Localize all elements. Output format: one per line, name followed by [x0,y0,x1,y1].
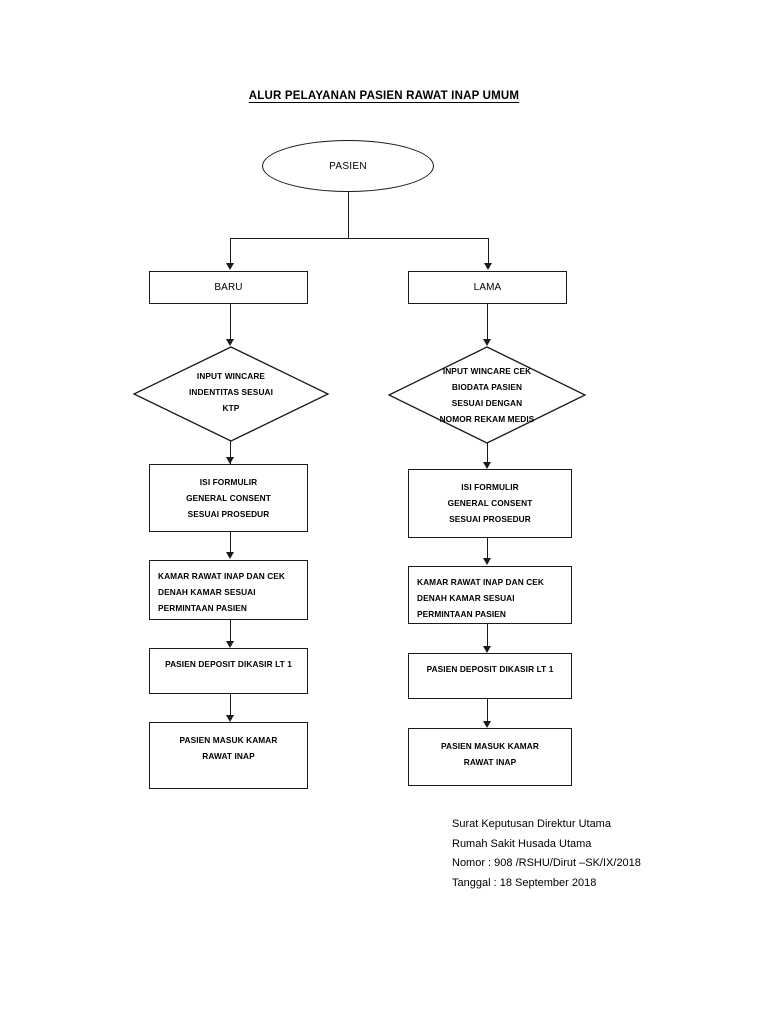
arrow-formulir-to-kamar-right [482,558,491,565]
node-input-wincare-ktp: INPUT WINCARE INDENTITAS SESUAI KTP [132,345,330,443]
footer-line: Nomor : 908 /RSHU/Dirut –SK/IX/2018 [452,857,641,869]
node-pasien-label: PASIEN [329,160,367,172]
box-line: ISI FORMULIR [199,477,258,487]
node-lama-label: LAMA [473,281,502,293]
node-pasien-masuk-kamar-right: PASIEN MASUK KAMAR RAWAT INAP [408,728,572,786]
node-baru-label: BARU [214,281,243,293]
connector-start-down [347,192,349,239]
node-kamar-rawat-inap-right: KAMAR RAWAT INAP DAN CEK DENAH KAMAR SES… [408,566,572,624]
connector-branch-left-down [229,238,231,264]
connector-deposit-to-masuk-right [486,699,488,723]
arrow-formulir-to-kamar-left [225,552,234,559]
arrow-into-baru [225,263,234,270]
box-line: PASIEN DEPOSIT DIKASIR LT 1 [426,664,554,674]
footer-line: Tanggal : 18 September 2018 [452,876,597,889]
diamond-line: INDENTITAS SESUAI [188,387,274,397]
connector-formulir-to-kamar-right [486,538,488,562]
arrow-diamond-to-formulir-left [225,457,234,464]
box-line: SESUAI PROSEDUR [449,514,531,524]
diamond-shape [132,346,330,442]
node-pasien-deposit-left: PASIEN DEPOSIT DIKASIR LT 1 [149,648,308,694]
connector-branch-right-down [487,238,489,264]
node-isi-formulir-right: ISI FORMULIR GENERAL CONSENT SESUAI PROS… [408,469,572,538]
node-lama: LAMA [408,271,567,304]
box-line: GENERAL CONSENT [447,498,533,508]
box-line: GENERAL CONSENT [186,493,271,503]
node-isi-formulir-left: ISI FORMULIR GENERAL CONSENT SESUAI PROS… [149,464,308,532]
connector-kamar-to-deposit-right [486,624,488,648]
arrow-lama-to-diamond [482,339,491,346]
box-line: DENAH KAMAR SESUAI [417,593,515,603]
connector-branch-horizontal [229,238,489,240]
footer-line: Rumah Sakit Husada Utama [452,837,592,850]
box-line: RAWAT INAP [202,751,255,761]
arrow-kamar-to-deposit-left [225,641,234,648]
arrow-deposit-to-masuk-right [482,721,491,728]
box-line: KAMAR RAWAT INAP DAN CEK [158,571,286,581]
footer-line: Surat Keputusan Direktur Utama [452,818,611,830]
box-line: DENAH KAMAR SESUAI [158,587,256,597]
diamond-line: NOMOR REKAM MEDIS [439,414,535,424]
page-title: ALUR PELAYANAN PASIEN RAWAT INAP UMUM [248,90,520,102]
connector-lama-to-diamond [486,304,488,340]
connector-diamond-to-formulir-right [486,443,488,467]
arrow-diamond-to-formulir-right [482,462,491,469]
connector-baru-to-diamond [229,304,231,340]
box-line: SESUAI PROSEDUR [187,509,270,519]
connector-diamond-to-formulir-left [229,441,231,465]
connector-kamar-to-deposit-left [229,620,231,644]
box-line: PASIEN DEPOSIT DIKASIR LT 1 [165,659,292,669]
node-kamar-rawat-inap-left: KAMAR RAWAT INAP DAN CEK DENAH KAMAR SES… [149,560,308,620]
connector-deposit-to-masuk-left [229,694,231,718]
diamond-line: SESUAI DENGAN [451,398,523,408]
diamond-line: INPUT WINCARE [196,371,266,381]
node-pasien-masuk-kamar-left: PASIEN MASUK KAMAR RAWAT INAP [149,722,308,789]
footer-signature-block: Surat Keputusan Direktur Utama Rumah Sak… [452,815,641,893]
node-input-wincare-ktp-text: INPUT WINCARE INDENTITAS SESUAI KTP [132,368,330,416]
connector-formulir-to-kamar-left [229,532,231,556]
arrow-baru-to-diamond [225,339,234,346]
node-input-wincare-rekam-medis: INPUT WINCARE CEK BIODATA PASIEN SESUAI … [387,345,587,445]
node-baru: BARU [149,271,308,304]
box-line: PERMINTAAN PASIEN [158,603,247,613]
diamond-line: BIODATA PASIEN [451,382,523,392]
diamond-line: INPUT WINCARE CEK [442,366,532,376]
arrow-deposit-to-masuk-left [225,715,234,722]
node-input-wincare-rekam-medis-text: INPUT WINCARE CEK BIODATA PASIEN SESUAI … [387,363,587,427]
box-line: ISI FORMULIR [461,482,519,492]
diamond-line: KTP [222,403,240,413]
box-line: PASIEN MASUK KAMAR [179,735,278,745]
node-pasien-start: PASIEN [262,140,434,192]
box-line: PERMINTAAN PASIEN [417,609,506,619]
box-line: KAMAR RAWAT INAP DAN CEK [417,577,545,587]
node-pasien-deposit-right: PASIEN DEPOSIT DIKASIR LT 1 [408,653,572,699]
box-line: PASIEN MASUK KAMAR [441,741,539,751]
box-line: RAWAT INAP [463,757,517,767]
arrow-into-lama [483,263,492,270]
arrow-kamar-to-deposit-right [482,646,491,653]
